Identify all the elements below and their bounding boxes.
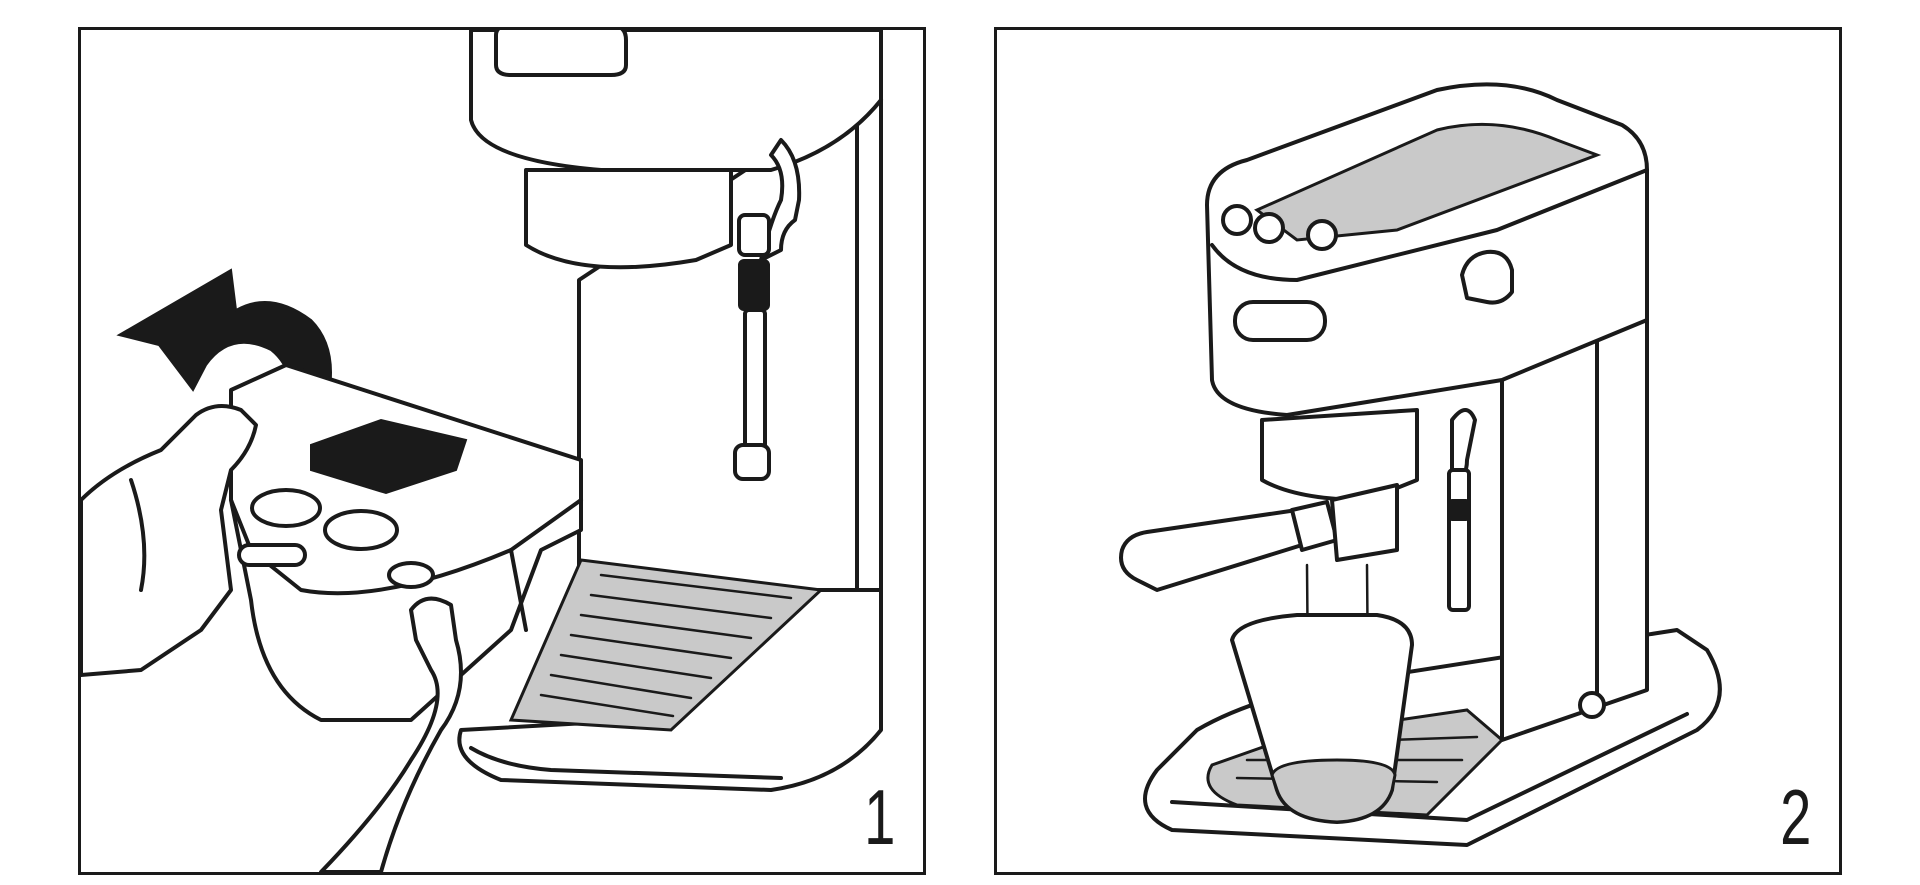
button-2-icon: [1253, 212, 1285, 244]
cup-warmer-grill: [1254, 122, 1602, 242]
left-hand: [81, 404, 258, 677]
button-center-icon: [323, 509, 399, 551]
button-left-icon: [250, 488, 322, 528]
remove-drip-tray-illustration: [81, 30, 883, 872]
step-2-panel: 2: [994, 27, 1842, 875]
espresso-in-glass: [1270, 758, 1397, 824]
drip-tray-grid: [508, 558, 825, 732]
step-number: 1: [863, 773, 895, 861]
brew-group: [524, 168, 733, 270]
button-small-icon: [387, 561, 435, 589]
steam-knob-icon: [1460, 249, 1514, 305]
steam-wand-tip: [733, 443, 771, 481]
button-3-icon: [1306, 219, 1338, 251]
button-oval-icon: [237, 543, 307, 567]
right-hand: [319, 596, 463, 872]
brewing-espresso-illustration: [1119, 82, 1722, 847]
step-1-panel: 1: [78, 27, 926, 875]
machine-body: [1500, 318, 1649, 742]
brand-logo-badge: [494, 30, 628, 77]
button-1-icon: [1221, 204, 1253, 236]
machine-base: [457, 588, 883, 792]
brand-logo-badge: [1233, 300, 1327, 342]
step-number: 2: [1779, 773, 1811, 861]
power-button-icon: [1578, 691, 1606, 719]
removed-drip-tray: [229, 363, 583, 722]
steam-wand-grip: [738, 259, 770, 311]
display-panel: [310, 418, 468, 495]
portafilter-handle: [1119, 508, 1304, 592]
drip-grid-slats: [539, 573, 793, 718]
